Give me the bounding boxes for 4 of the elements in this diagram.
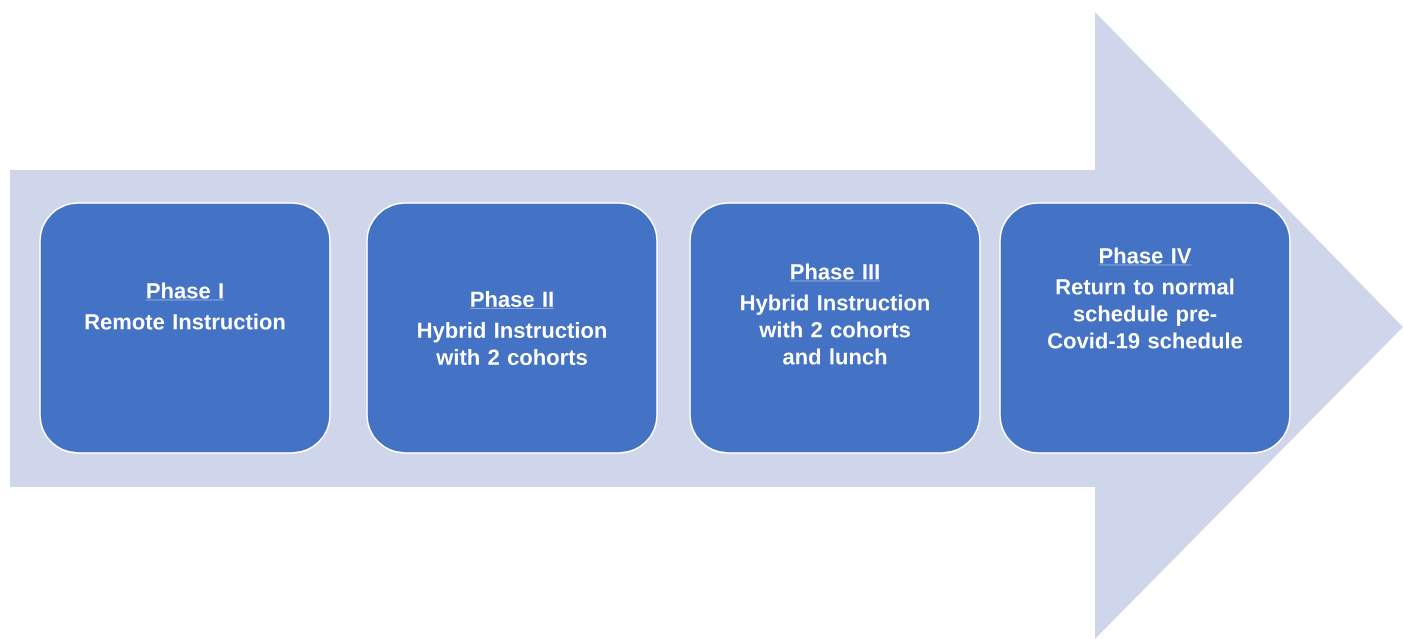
phase-box: Phase I Remote Instruction bbox=[39, 202, 331, 454]
phase-box: Phase IV Return to normal schedule pre-Covid-19 schedule bbox=[999, 202, 1291, 454]
phase-box: Phase III Hybrid Instruction with 2 cohorts and lunch bbox=[689, 202, 981, 454]
phase-box: Phase II Hybrid Instruction with 2 cohorts bbox=[366, 202, 658, 454]
